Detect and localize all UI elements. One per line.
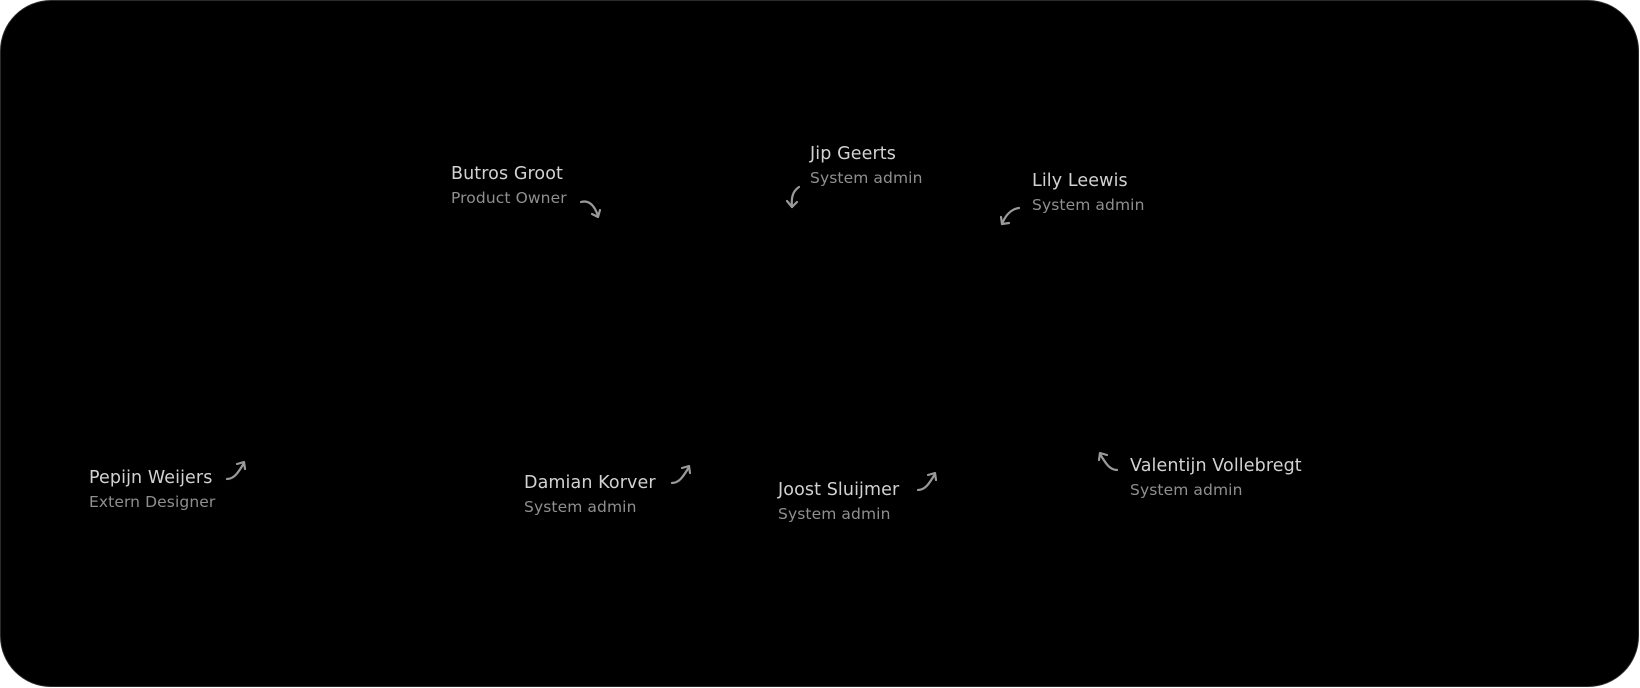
user-name: Lily Leewis (1032, 171, 1128, 191)
user-role: Extern Designer (89, 493, 216, 511)
user-label-lily-leewis: Lily Leewis System admin (1032, 170, 1145, 215)
user-label-damian-korver: Damian Korver System admin (524, 472, 656, 517)
user-role: System admin (1032, 196, 1145, 214)
user-role: System admin (1130, 481, 1243, 499)
user-name: Damian Korver (524, 473, 656, 493)
user-role: System admin (810, 169, 923, 187)
curved-arrow-up-right-icon (916, 471, 938, 492)
user-label-valentijn-vollebregt: Valentijn Vollebregt System admin (1130, 455, 1302, 500)
user-name: Butros Groot (451, 164, 564, 184)
user-name: Joost Sluijmer (778, 480, 900, 500)
user-label-butros-groot: Butros Groot Product Owner (451, 163, 567, 208)
user-label-pepijn-weijers: Pepijn Weijers Extern Designer (89, 467, 215, 512)
curved-arrow-down-icon (785, 185, 801, 209)
user-label-jip-geerts: Jip Geerts System admin (810, 143, 923, 188)
curved-arrow-down-right-icon (579, 200, 602, 219)
user-name: Pepijn Weijers (89, 468, 213, 488)
user-label-joost-sluijmer: Joost Sluijmer System admin (778, 479, 899, 524)
user-role: System admin (778, 505, 891, 523)
curved-arrow-up-right-icon (225, 460, 247, 481)
curved-arrow-up-left-icon (1097, 451, 1119, 472)
user-role: Product Owner (451, 189, 567, 207)
curved-arrow-up-right-icon (670, 464, 692, 485)
user-name: Jip Geerts (810, 144, 896, 164)
curved-arrow-down-left-icon (999, 206, 1021, 226)
user-role: System admin (524, 498, 637, 516)
user-name: Valentijn Vollebregt (1130, 456, 1302, 476)
